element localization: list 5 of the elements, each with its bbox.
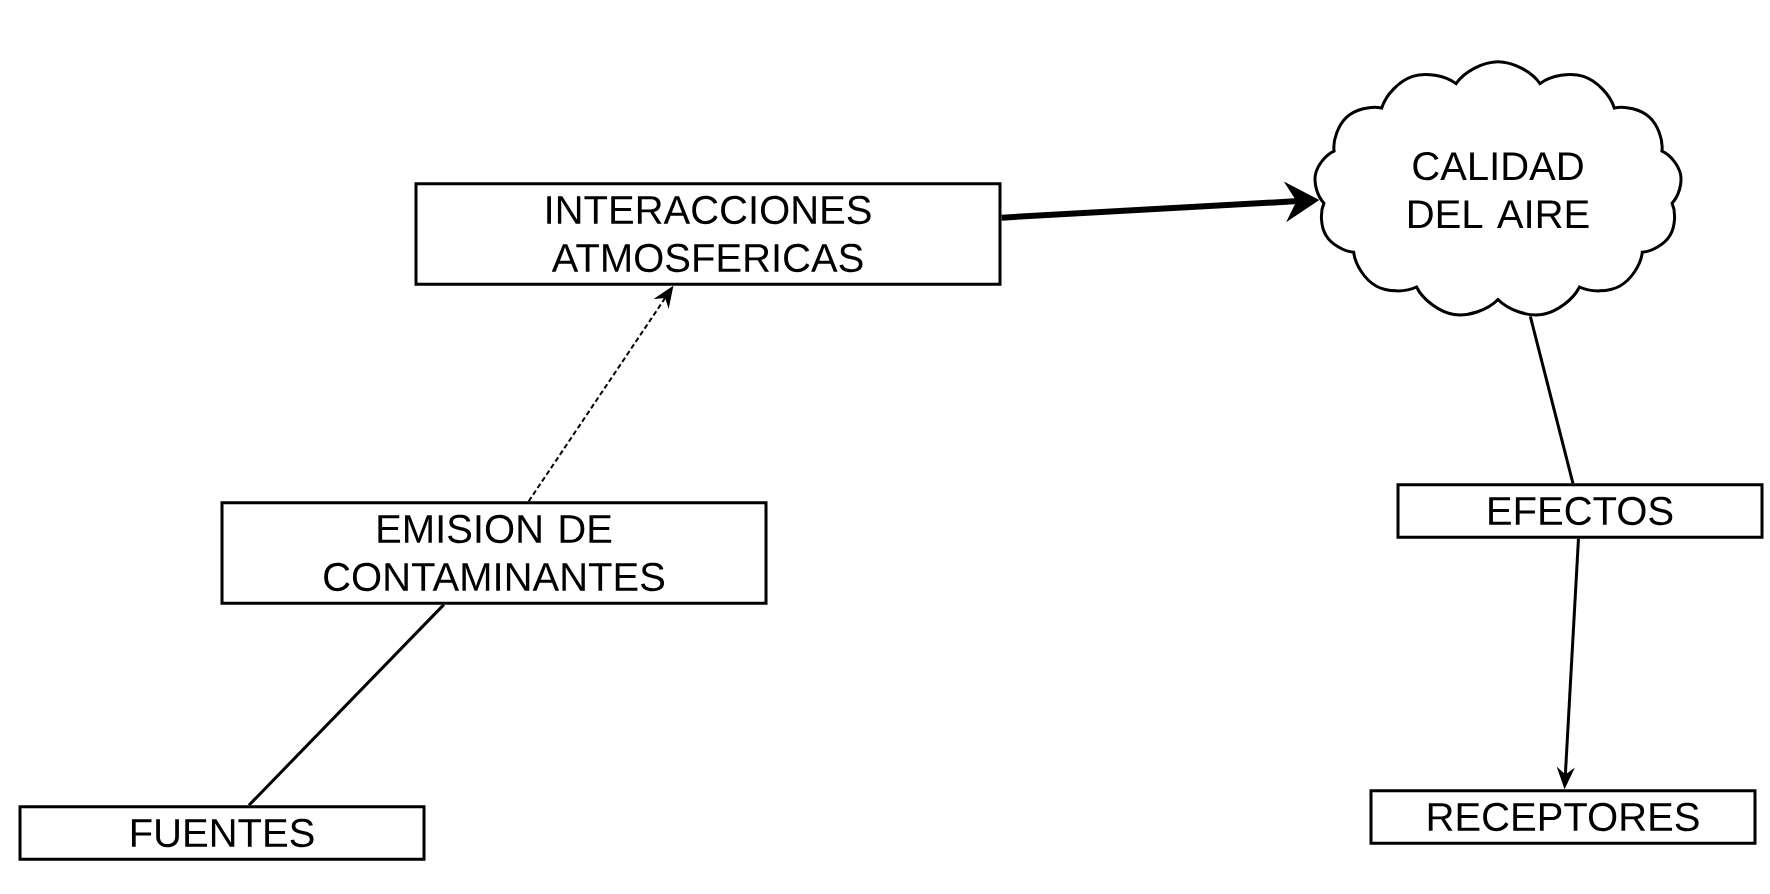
text-box: RECEPTORES bbox=[1369, 789, 1757, 845]
text-box: EMISION DE CONTAMINANTES bbox=[220, 501, 768, 605]
text-box: FUENTES bbox=[18, 805, 426, 861]
text-box: INTERACCIONES ATMOSFERICAS bbox=[414, 182, 1002, 286]
text-box: EFECTOS bbox=[1396, 483, 1764, 539]
